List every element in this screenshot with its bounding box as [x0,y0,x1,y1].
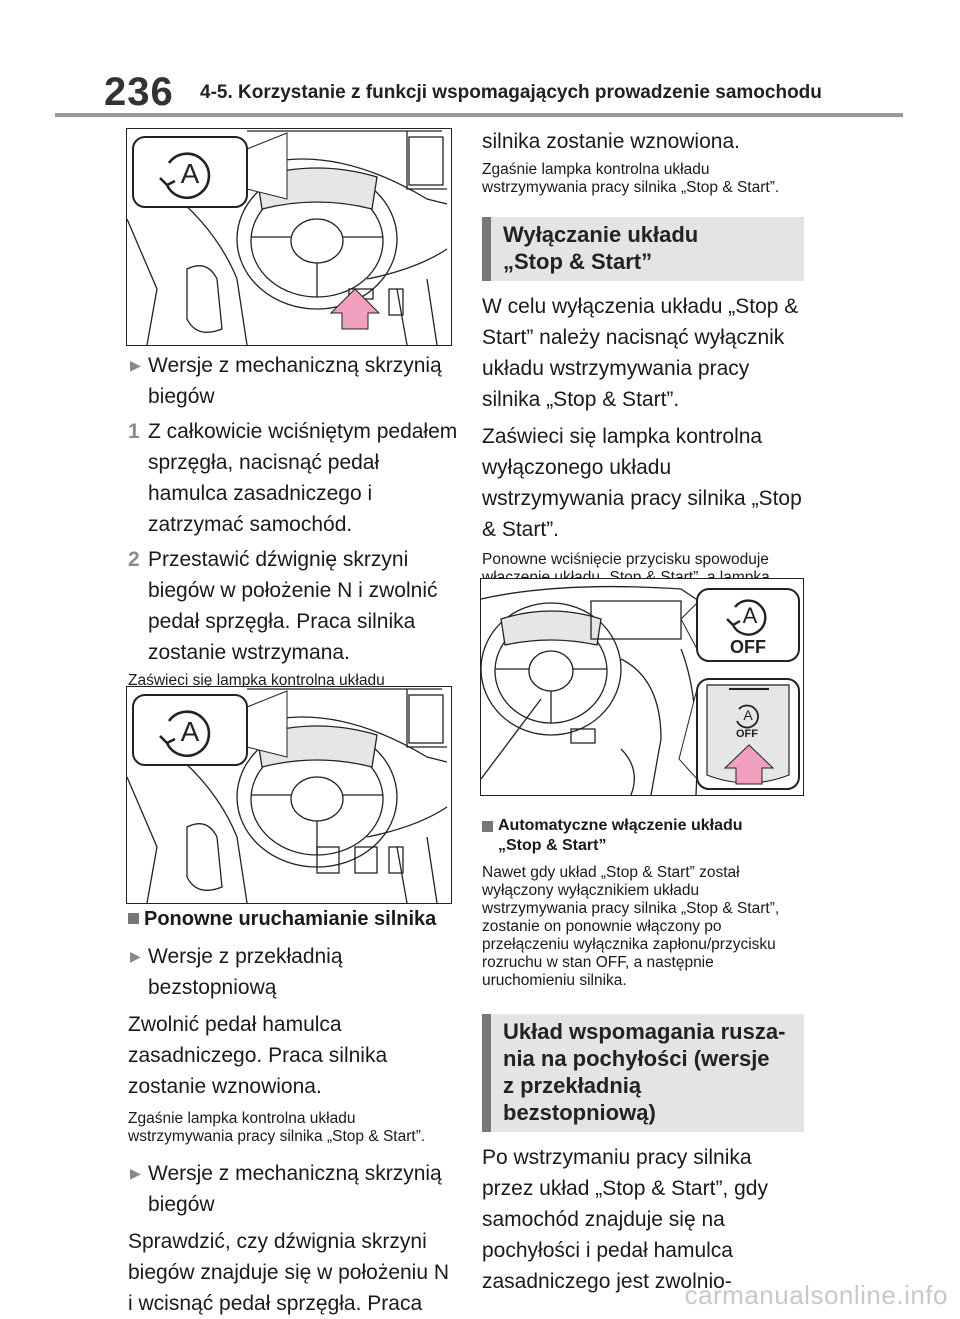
manual-text-2: Sprawdzić, czy dźwignia skrzyni biegów z… [128,1230,450,1315]
continued-text: silnika zostanie wznowiona. [482,130,740,153]
auto-stop-icon: A [181,716,200,747]
disable-indicator: Zaświeci się lampka kontrolna wyłączoneg… [482,425,802,541]
left-column-lower: Ponowne uruchamianie silnika ▶ Wersje z … [128,908,458,1319]
section-title: 4-5. Korzystanie z funkcji wspomagającyc… [200,82,822,103]
cvt-heading: ▶ Wersje z przekładnią bezstopniową [128,941,458,1003]
auto-enable-text: Nawet gdy układ „Stop & Start” został wy… [482,864,780,989]
manual-heading-2: ▶ Wersje z mechaniczną skrzynią biegów [128,1158,458,1220]
manual-heading-1: ▶ Wersje z mechaniczną skrzynią biegów [128,350,458,412]
watermark: carmanualsonline.info [684,1280,948,1310]
note-indicator-off-2: Zgaśnie lampka kontrolna układu wstrzymy… [482,161,780,196]
off-label-small: OFF [736,728,758,740]
hill-start-text: Po wstrzymaniu pracy silnika przez układ… [482,1146,768,1293]
square-bullet-icon [128,913,139,924]
press-arrow-icon [723,744,775,785]
right-column-lower: Automatyczne włączenie układu „Stop & St… [482,816,804,1297]
note-indicator-off: Zgaśnie lampka kontrolna układu wstrzymy… [128,1110,426,1145]
figure-dashboard-clutch: A [126,128,452,346]
section-heading-hill-start: Układ wspomagania rusza- nia na pochyłoś… [482,1014,804,1132]
step-1: 1 Z całkowicie wciśniętym pedałem sprzęg… [128,420,458,536]
auto-stop-icon-large: A [743,603,758,628]
press-arrow-icon [329,288,381,330]
figure-dashboard-brake: A [126,686,452,904]
section-heading-disable: Wyłączanie układu „Stop & Start” [482,217,804,281]
cvt-text: Zwolnić pedał hamulca zasadniczego. Prac… [128,1013,388,1098]
arrow-bullet-icon: ▶ [130,1165,141,1181]
square-bullet-icon [482,821,493,832]
step-2: 2 Przestawić dźwignię skrzyni biegów w p… [128,548,438,664]
auto-enable-heading: Automatyczne włączenie układu „Stop & St… [482,816,804,856]
right-column: silnika zostanie wznowiona. Zgaśnie lamp… [482,126,804,623]
arrow-bullet-icon: ▶ [130,948,141,964]
arrow-bullet-icon: ▶ [130,357,141,373]
figure-off-switch: A OFF A OFF [480,578,804,796]
header-rule [55,113,903,117]
left-column: ▶ Wersje z mechaniczną skrzynią biegów 1… [128,350,458,708]
auto-stop-icon-small: A [743,707,753,723]
disable-instructions: W celu wyłączenia układu „Stop & Start” … [482,295,799,411]
off-label-large: OFF [730,637,766,657]
auto-stop-icon: A [181,158,200,189]
restart-heading: Ponowne uruchamianie silnika [128,908,458,931]
page-number: 236 [104,70,174,114]
